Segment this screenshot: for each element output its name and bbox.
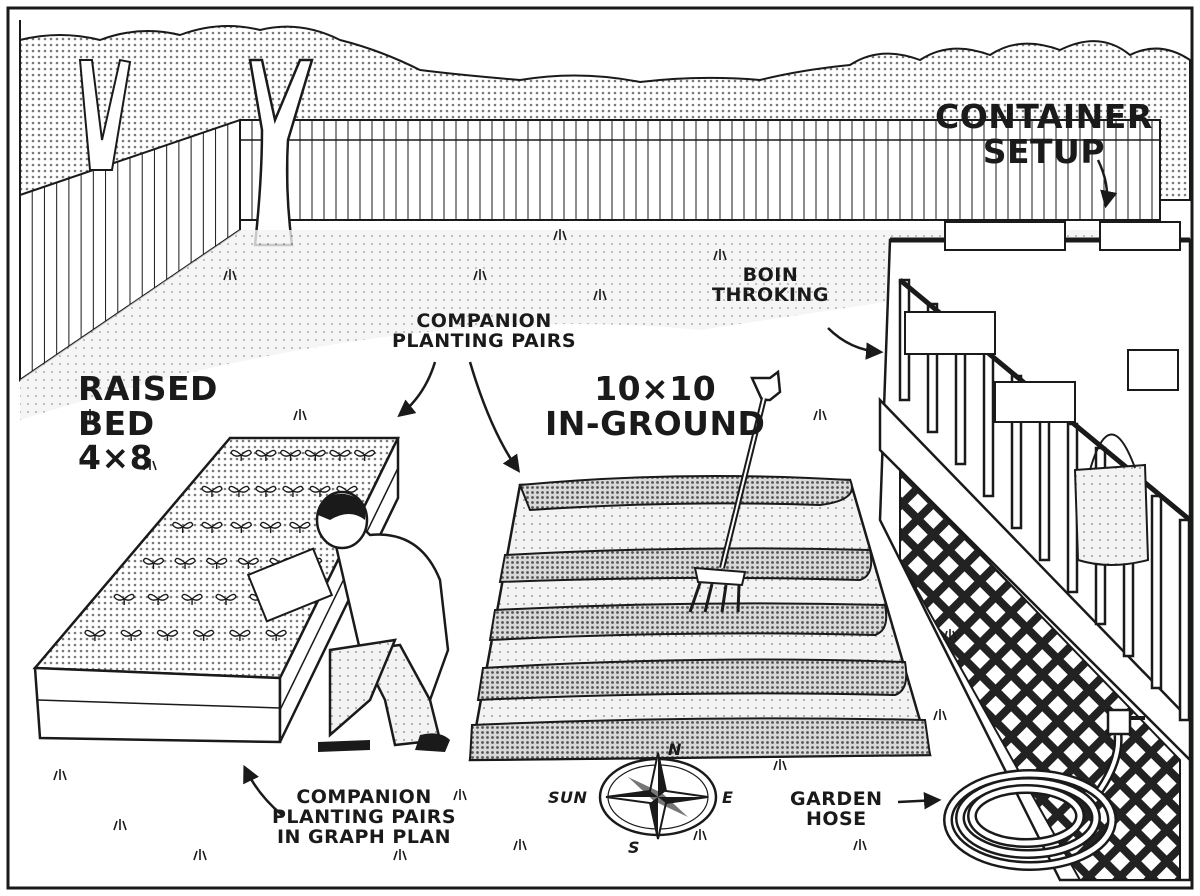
compass-south: S bbox=[628, 838, 641, 857]
label-in-ground: 10×10 IN-GROUND bbox=[545, 369, 766, 443]
label-line: 4×8 bbox=[78, 438, 154, 478]
label-line: HOSE bbox=[805, 807, 867, 830]
label-line: COMPANION bbox=[296, 786, 432, 808]
garden-fork bbox=[688, 369, 782, 613]
callout-arrows bbox=[243, 159, 1118, 816]
garden-hose bbox=[943, 708, 1145, 871]
label-line: IN-GROUND bbox=[545, 403, 766, 443]
side-fence bbox=[19, 118, 241, 382]
label-line: IN GRAPH PLAN bbox=[276, 825, 452, 848]
rail-planters bbox=[904, 221, 1181, 566]
label-line: PLANTING PAIRS bbox=[392, 329, 577, 352]
label-companion-planting-graph: COMPANION PLANTING PAIRS IN GRAPH PLAN bbox=[272, 786, 457, 848]
label-line: BOIN bbox=[742, 264, 799, 286]
compass-rose bbox=[598, 752, 718, 840]
raised-bed bbox=[32, 436, 401, 744]
label-line: PLANTING PAIRS bbox=[272, 805, 457, 828]
label-line: SETUP bbox=[982, 131, 1106, 171]
lawn-shadow bbox=[20, 230, 1160, 420]
label-line: GARDEN bbox=[790, 788, 883, 810]
label-line: BED bbox=[78, 403, 155, 443]
compass-sun: SUN bbox=[548, 788, 588, 807]
tree bbox=[78, 58, 314, 247]
label-garden-hose: GARDEN HOSE bbox=[790, 788, 883, 830]
gardener bbox=[246, 490, 450, 752]
label-line: CONTAINER bbox=[935, 97, 1153, 136]
label-line: RAISED bbox=[78, 369, 218, 408]
label-companion-planting-top: COMPANION PLANTING PAIRS bbox=[392, 310, 577, 352]
label-line: COMPANION bbox=[416, 310, 552, 332]
label-line: THROKING bbox=[712, 283, 829, 306]
label-boin-throking: BOIN THROKING bbox=[712, 264, 829, 306]
label-line: 10×10 bbox=[594, 369, 717, 408]
grass-tufts bbox=[53, 229, 957, 861]
label-raised-bed: RAISED BED 4×8 bbox=[78, 369, 218, 478]
label-container-setup: CONTAINER SETUP bbox=[935, 97, 1153, 171]
in-ground-plot bbox=[468, 475, 932, 762]
compass-north: N bbox=[668, 740, 682, 759]
compass-east: E bbox=[722, 788, 734, 807]
